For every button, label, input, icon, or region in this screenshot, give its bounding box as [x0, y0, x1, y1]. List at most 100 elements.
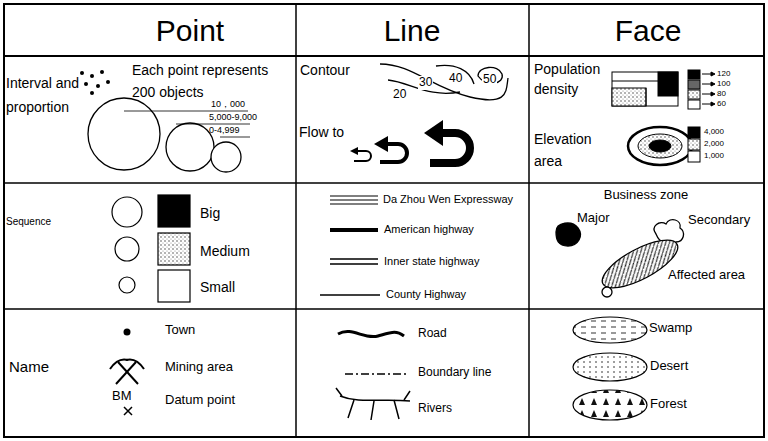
symbol-stroke: [119, 277, 135, 293]
road-name: Da Zhou Wen Expressway: [383, 193, 513, 206]
symbol-stroke: [110, 359, 128, 369]
symbol-name: Rivers: [418, 402, 452, 416]
name-area-symbols: [573, 317, 647, 420]
symbol-name: Datum point: [165, 393, 235, 408]
class-value: 100: [717, 79, 730, 88]
class-value: 60: [717, 99, 726, 108]
symbol-name: Road: [418, 327, 447, 341]
symbol-stroke: [4, 4, 764, 437]
sequence-symbols: [112, 195, 190, 302]
symbol-name: Mining area: [165, 360, 233, 375]
symbol-stroke: [424, 120, 443, 146]
class-value: 10，000: [211, 99, 245, 109]
row-header: Interval and proportion: [6, 72, 80, 120]
symbol-stroke: [688, 151, 700, 162]
symbol-stroke: [88, 98, 160, 170]
table-grid: [4, 4, 764, 437]
symbol-stroke: [124, 329, 131, 336]
column-header: Line: [384, 14, 441, 49]
business-zones: [556, 220, 684, 297]
symbol-stroke: [338, 331, 404, 336]
symbol-stroke: [90, 91, 94, 95]
symbol-stroke: [158, 270, 190, 302]
row-header: Name: [9, 358, 49, 375]
symbol-stroke: [596, 231, 684, 297]
name-point-symbols: [110, 329, 144, 416]
symbol-stroke: [112, 197, 142, 227]
road-name: Inner state highway: [384, 255, 479, 268]
symbol-stroke: [612, 72, 678, 106]
column-header: Face: [615, 14, 682, 49]
symbol-stroke: [350, 147, 358, 155]
symbol-stroke: [4, 182, 764, 184]
symbol-name: Population density: [534, 59, 614, 100]
symbol-stroke: [628, 127, 692, 165]
symbol-stroke: [124, 111, 248, 112]
symbol-stroke: [688, 90, 700, 99]
symbol-stroke: [556, 223, 580, 246]
symbol-stroke: [345, 373, 408, 375]
symbol-stroke: [688, 100, 700, 109]
symbol-name: Contour: [300, 62, 350, 78]
symbol-stroke: [330, 259, 378, 264]
symbol-stroke: [330, 196, 378, 204]
symbol-stroke: [658, 72, 678, 96]
symbol-stroke: [336, 388, 410, 420]
symbol-stroke: [115, 237, 139, 261]
symbol-stroke: [612, 88, 646, 106]
symbol-stroke: [126, 359, 144, 369]
contour-value: 40: [448, 72, 463, 86]
class-value: 0-4,999: [209, 125, 240, 135]
symbol-stroke: [96, 84, 100, 88]
symbol-stroke: [80, 71, 84, 75]
proportional-circles: [88, 98, 250, 172]
symbol-stroke: [602, 287, 612, 297]
symbol-stroke: [4, 308, 764, 310]
symbol-stroke: [84, 82, 88, 86]
class-name: Medium: [200, 243, 250, 259]
symbol-stroke: [573, 317, 647, 343]
symbol-stroke: [158, 195, 190, 227]
symbol-stroke: [330, 228, 378, 232]
scale-note: Each point represents 200 objects: [132, 60, 292, 103]
symbol-stroke: [158, 233, 190, 265]
symbol-name: Forest: [650, 397, 687, 412]
class-name: Big: [200, 205, 220, 221]
symbol-stroke: [4, 55, 764, 57]
zone-name: Secondary: [688, 213, 750, 228]
class-value: 1,000: [704, 151, 724, 160]
group-header: Business zone: [604, 188, 689, 203]
symbol-stroke: [573, 390, 647, 420]
symbol-stroke: [100, 70, 104, 74]
class-value: 5,000-9,000: [209, 112, 257, 122]
contour-value: 20: [392, 88, 407, 102]
row-header: Sequence: [6, 216, 51, 228]
symbol-stroke: [573, 353, 647, 381]
dot-symbols: [80, 70, 110, 95]
symbol-stroke: [638, 134, 682, 158]
symbol-code: BM: [112, 389, 132, 404]
symbol-stroke: [646, 88, 647, 106]
name-line-symbols: [336, 331, 410, 420]
symbol-stroke: [320, 294, 380, 295]
symbol-stroke: [688, 139, 700, 150]
symbol-stroke: [688, 127, 700, 138]
symbol-stroke: [649, 140, 671, 152]
flow-arrows: [350, 120, 470, 163]
symbol-stroke: [340, 396, 410, 401]
class-value: 2,000: [704, 139, 724, 148]
class-value: 80: [717, 89, 726, 98]
symbol-stroke: [106, 80, 110, 84]
symbol-stroke: [711, 72, 715, 106]
zone-name: Major: [577, 211, 610, 226]
symbol-stroke: [295, 4, 297, 437]
class-value: 4,000: [704, 127, 724, 136]
symbol-stroke: [176, 124, 250, 125]
symbol-stroke: [612, 81, 658, 82]
column-header: Point: [156, 14, 224, 49]
elevation-rings: [628, 127, 700, 165]
symbol-name: Town: [165, 323, 195, 338]
symbol-stroke: [688, 70, 700, 79]
road-class-lines: [320, 196, 380, 295]
